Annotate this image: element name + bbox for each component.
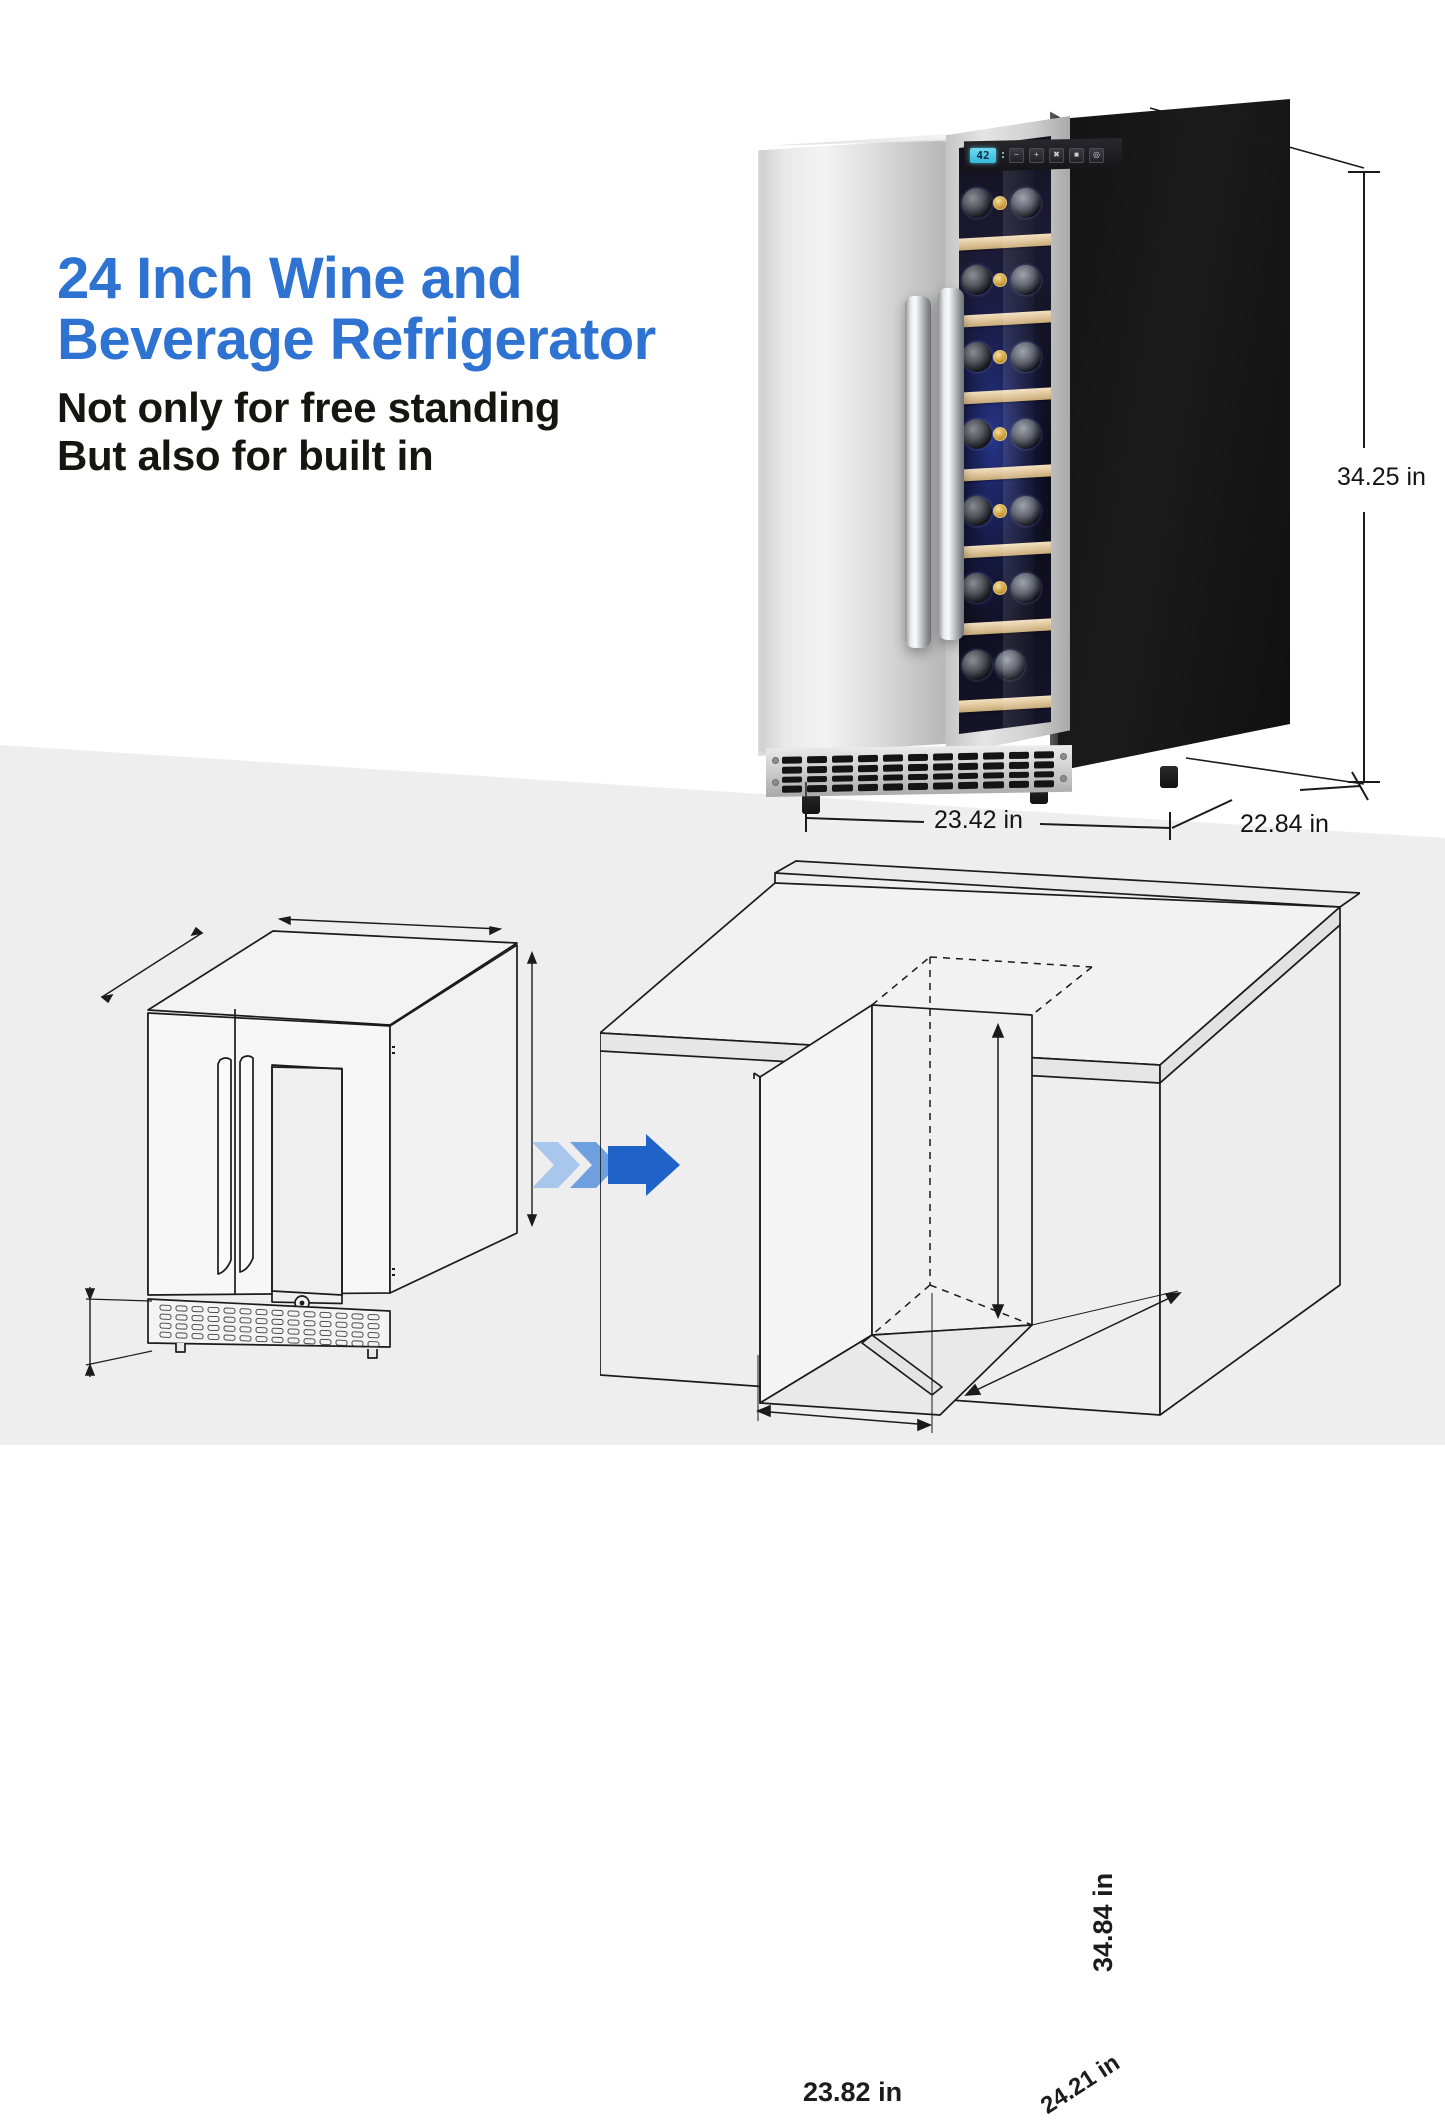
cutout-width-label: 23.82 in xyxy=(803,2077,903,2107)
cutout-height-label: 34.84 in xyxy=(1088,1872,1118,1972)
cabinet-foot xyxy=(1160,766,1178,788)
wine-bottle xyxy=(1011,342,1041,372)
installation-diagrams: 34.84 in 23.82 in 24.21 in xyxy=(0,745,1445,2120)
shelf-row xyxy=(959,251,1051,328)
temperature-display: 42 xyxy=(970,147,996,163)
product-photo: 42 − + ✖ ■ ◎ xyxy=(740,90,1360,814)
bottle-group xyxy=(959,563,1051,613)
wine-bottle xyxy=(962,650,992,680)
shelf-row xyxy=(959,482,1051,559)
headline-line-1: 24 Inch Wine and xyxy=(57,246,523,311)
settings-button[interactable]: ◎ xyxy=(1089,147,1104,163)
freestanding-line-drawing xyxy=(84,916,538,1377)
builtin-line-drawing xyxy=(600,860,1360,1433)
bottle-foil-icon xyxy=(993,581,1007,595)
wine-bottle xyxy=(995,650,1025,680)
chevron-light xyxy=(532,1142,580,1188)
infographic-canvas: 24 Inch Wine and Beverage Refrigerator N… xyxy=(0,90,1445,2120)
bottle-foil-icon xyxy=(993,427,1007,441)
base-vent-panel xyxy=(766,745,1072,797)
wine-bottle xyxy=(1011,265,1041,295)
bottle-foil-icon xyxy=(993,350,1007,364)
glass-reflection xyxy=(1003,136,1035,734)
bottle-group xyxy=(959,255,1051,305)
shelf-row xyxy=(959,328,1051,405)
control-panel[interactable]: 42 − + ✖ ■ ◎ xyxy=(964,138,1122,172)
headline-line-2: Beverage Refrigerator xyxy=(57,307,656,372)
bottle-foil-icon xyxy=(993,273,1007,287)
bottle-foil-icon xyxy=(993,196,1007,210)
light-button[interactable]: ■ xyxy=(1069,147,1084,163)
wine-bottle xyxy=(1011,419,1041,449)
cabinet-black-body xyxy=(1058,99,1290,771)
wine-bottle xyxy=(962,265,992,295)
wine-bottle xyxy=(962,188,992,218)
headline-block: 24 Inch Wine and Beverage Refrigerator N… xyxy=(57,248,817,480)
cutout-depth-label: 24.21 in xyxy=(1036,2049,1125,2120)
wine-bottle xyxy=(962,573,992,603)
bottle-foil-icon xyxy=(993,504,1007,518)
shelf-row xyxy=(959,174,1051,251)
freestanding-dimension-lines xyxy=(805,107,1380,840)
power-button[interactable]: ✖ xyxy=(1049,147,1064,163)
wine-rack xyxy=(959,174,1051,714)
width-dimension-label: 23.42 in xyxy=(934,806,1023,834)
subheadline-line-1: Not only for free standing xyxy=(57,384,561,431)
height-dimension-label: 34.25 in xyxy=(1337,463,1426,491)
wine-bottle xyxy=(1011,188,1041,218)
shelf-row xyxy=(959,636,1051,713)
depth-dimension-label: 22.84 in xyxy=(1240,810,1329,838)
bottle-group xyxy=(959,178,1051,228)
chevron-medium xyxy=(570,1142,618,1188)
transition-arrow xyxy=(532,1134,680,1196)
wine-bottle xyxy=(962,419,992,449)
degree-indicator xyxy=(1002,152,1004,158)
plus-button[interactable]: + xyxy=(1029,147,1044,163)
chevron-solid xyxy=(608,1134,680,1196)
shelf-row xyxy=(959,405,1051,482)
bottle-group xyxy=(959,409,1051,459)
wine-bottle xyxy=(1011,573,1041,603)
wine-bottle xyxy=(962,496,992,526)
wine-bottle xyxy=(962,342,992,372)
shelf-row xyxy=(959,559,1051,636)
subheadline-block: Not only for free standing But also for … xyxy=(57,384,817,480)
bottle-group xyxy=(959,486,1051,536)
minus-button[interactable]: − xyxy=(1009,147,1024,163)
bottle-group xyxy=(959,332,1051,382)
subheadline-line-2: But also for built in xyxy=(57,432,434,479)
wine-bottle xyxy=(1011,496,1041,526)
bottle-group xyxy=(959,640,1051,690)
glass-window xyxy=(959,136,1051,734)
